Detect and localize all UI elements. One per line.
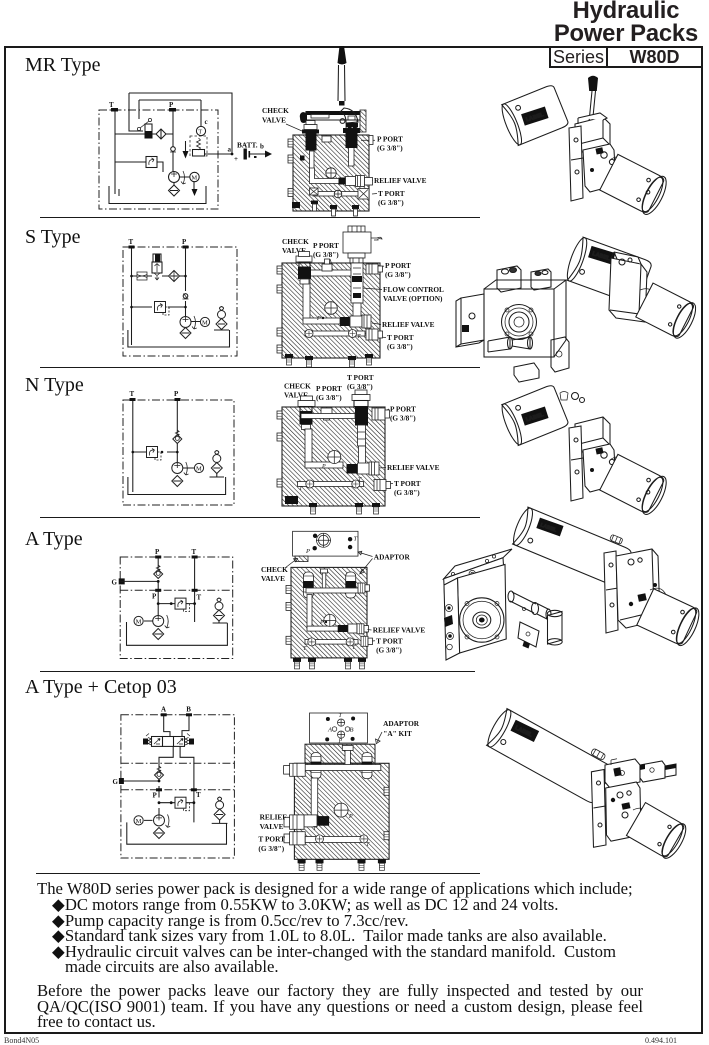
- svg-text:P: P: [155, 548, 160, 556]
- svg-text:T PORT: T PORT: [258, 834, 285, 843]
- svg-text:RELIEF VALVE: RELIEF VALVE: [387, 463, 440, 472]
- svg-text:+: +: [234, 155, 238, 163]
- svg-text:VALVE (OPTION): VALVE (OPTION): [383, 294, 443, 303]
- svg-text:P PORT: P PORT: [316, 384, 342, 393]
- svg-text:VALVE: VALVE: [260, 822, 284, 831]
- svg-text:P: P: [182, 238, 187, 246]
- svg-text:T PORT: T PORT: [376, 636, 403, 645]
- svg-text:P: P: [169, 101, 174, 109]
- svg-text:CHECK: CHECK: [261, 565, 288, 574]
- svg-text:P PORT: P PORT: [385, 261, 411, 270]
- svg-text:T: T: [303, 646, 307, 652]
- svg-text:VALVE: VALVE: [261, 574, 285, 583]
- svg-text:RELIEF VALVE: RELIEF VALVE: [373, 626, 426, 635]
- svg-text:"A" KIT: "A" KIT: [383, 729, 412, 738]
- svg-text:(G 3/8"): (G 3/8"): [387, 342, 413, 351]
- svg-text:T: T: [354, 536, 358, 543]
- svg-text:B: B: [186, 706, 191, 714]
- svg-text:P: P: [321, 464, 326, 470]
- svg-text:CHECK: CHECK: [282, 237, 309, 246]
- svg-text:VALVE: VALVE: [262, 116, 286, 125]
- svg-text:T: T: [358, 477, 362, 483]
- svg-text:P: P: [348, 814, 353, 820]
- svg-text:P: P: [305, 548, 310, 555]
- svg-text:CHECK: CHECK: [284, 382, 311, 391]
- svg-text:G: G: [112, 579, 118, 587]
- svg-text:P PORT: P PORT: [313, 241, 339, 250]
- svg-text:T: T: [366, 842, 370, 848]
- svg-text:T: T: [192, 548, 197, 556]
- svg-text:(G 3/8"): (G 3/8"): [390, 414, 416, 423]
- svg-text:(G 3/8"): (G 3/8"): [376, 645, 402, 654]
- svg-text:VALVE: VALVE: [282, 246, 306, 255]
- svg-text:RELIEF: RELIEF: [260, 812, 288, 821]
- svg-text:P: P: [319, 620, 324, 626]
- svg-text:P: P: [174, 390, 179, 398]
- svg-text:T PORT: T PORT: [394, 479, 421, 488]
- svg-text:G: G: [113, 778, 119, 786]
- svg-text:b: b: [260, 143, 264, 151]
- svg-text:(G 3/8"): (G 3/8"): [378, 198, 404, 207]
- svg-text:A: A: [161, 706, 166, 714]
- svg-text:(G 3/8"): (G 3/8"): [316, 393, 342, 402]
- svg-text:(G 3/8"): (G 3/8"): [313, 250, 339, 259]
- svg-text:VALVE: VALVE: [284, 391, 308, 400]
- svg-text:T PORT: T PORT: [347, 373, 374, 382]
- svg-text:P: P: [153, 792, 158, 800]
- svg-text:(G 3/8"): (G 3/8"): [258, 844, 284, 853]
- svg-text:RELIEF VALVE: RELIEF VALVE: [374, 176, 427, 185]
- svg-text:T: T: [109, 101, 114, 109]
- svg-text:T: T: [197, 594, 202, 602]
- svg-text:T: T: [339, 713, 343, 719]
- svg-text:T: T: [352, 645, 356, 651]
- svg-text:(G 3/8"): (G 3/8"): [385, 270, 411, 279]
- svg-text:T PORT: T PORT: [378, 189, 405, 198]
- svg-text:c: c: [205, 118, 208, 126]
- svg-text:a: a: [228, 146, 232, 154]
- svg-text:T: T: [129, 238, 134, 246]
- svg-text:T: T: [196, 791, 201, 799]
- svg-text:M: M: [191, 175, 197, 182]
- svg-text:(G 3/8"): (G 3/8"): [377, 144, 403, 153]
- svg-text:T: T: [299, 486, 303, 492]
- svg-text:P PORT: P PORT: [390, 405, 416, 414]
- svg-text:P: P: [152, 593, 157, 601]
- svg-text:ADAPTOR: ADAPTOR: [383, 719, 420, 728]
- svg-text:T: T: [198, 129, 202, 136]
- svg-text:FLOW CONTROL: FLOW CONTROL: [383, 285, 444, 294]
- svg-text:P: P: [316, 316, 321, 322]
- svg-text:A: A: [327, 727, 332, 734]
- svg-text:P PORT: P PORT: [377, 135, 403, 144]
- svg-text:CHECK: CHECK: [262, 106, 289, 115]
- svg-text:T PORT: T PORT: [387, 333, 414, 342]
- svg-text:ADAPTOR: ADAPTOR: [374, 553, 411, 562]
- svg-text:T: T: [313, 826, 317, 832]
- svg-text:(G 3/8"): (G 3/8"): [394, 488, 420, 497]
- svg-text:(G 3/8"): (G 3/8"): [347, 382, 373, 391]
- svg-text:RELIEF VALVE: RELIEF VALVE: [382, 320, 435, 329]
- svg-text:T: T: [357, 334, 361, 340]
- svg-text:B: B: [350, 727, 354, 734]
- svg-text:BATT.: BATT.: [237, 141, 258, 150]
- svg-text:T: T: [130, 390, 135, 398]
- svg-text:P: P: [338, 739, 343, 745]
